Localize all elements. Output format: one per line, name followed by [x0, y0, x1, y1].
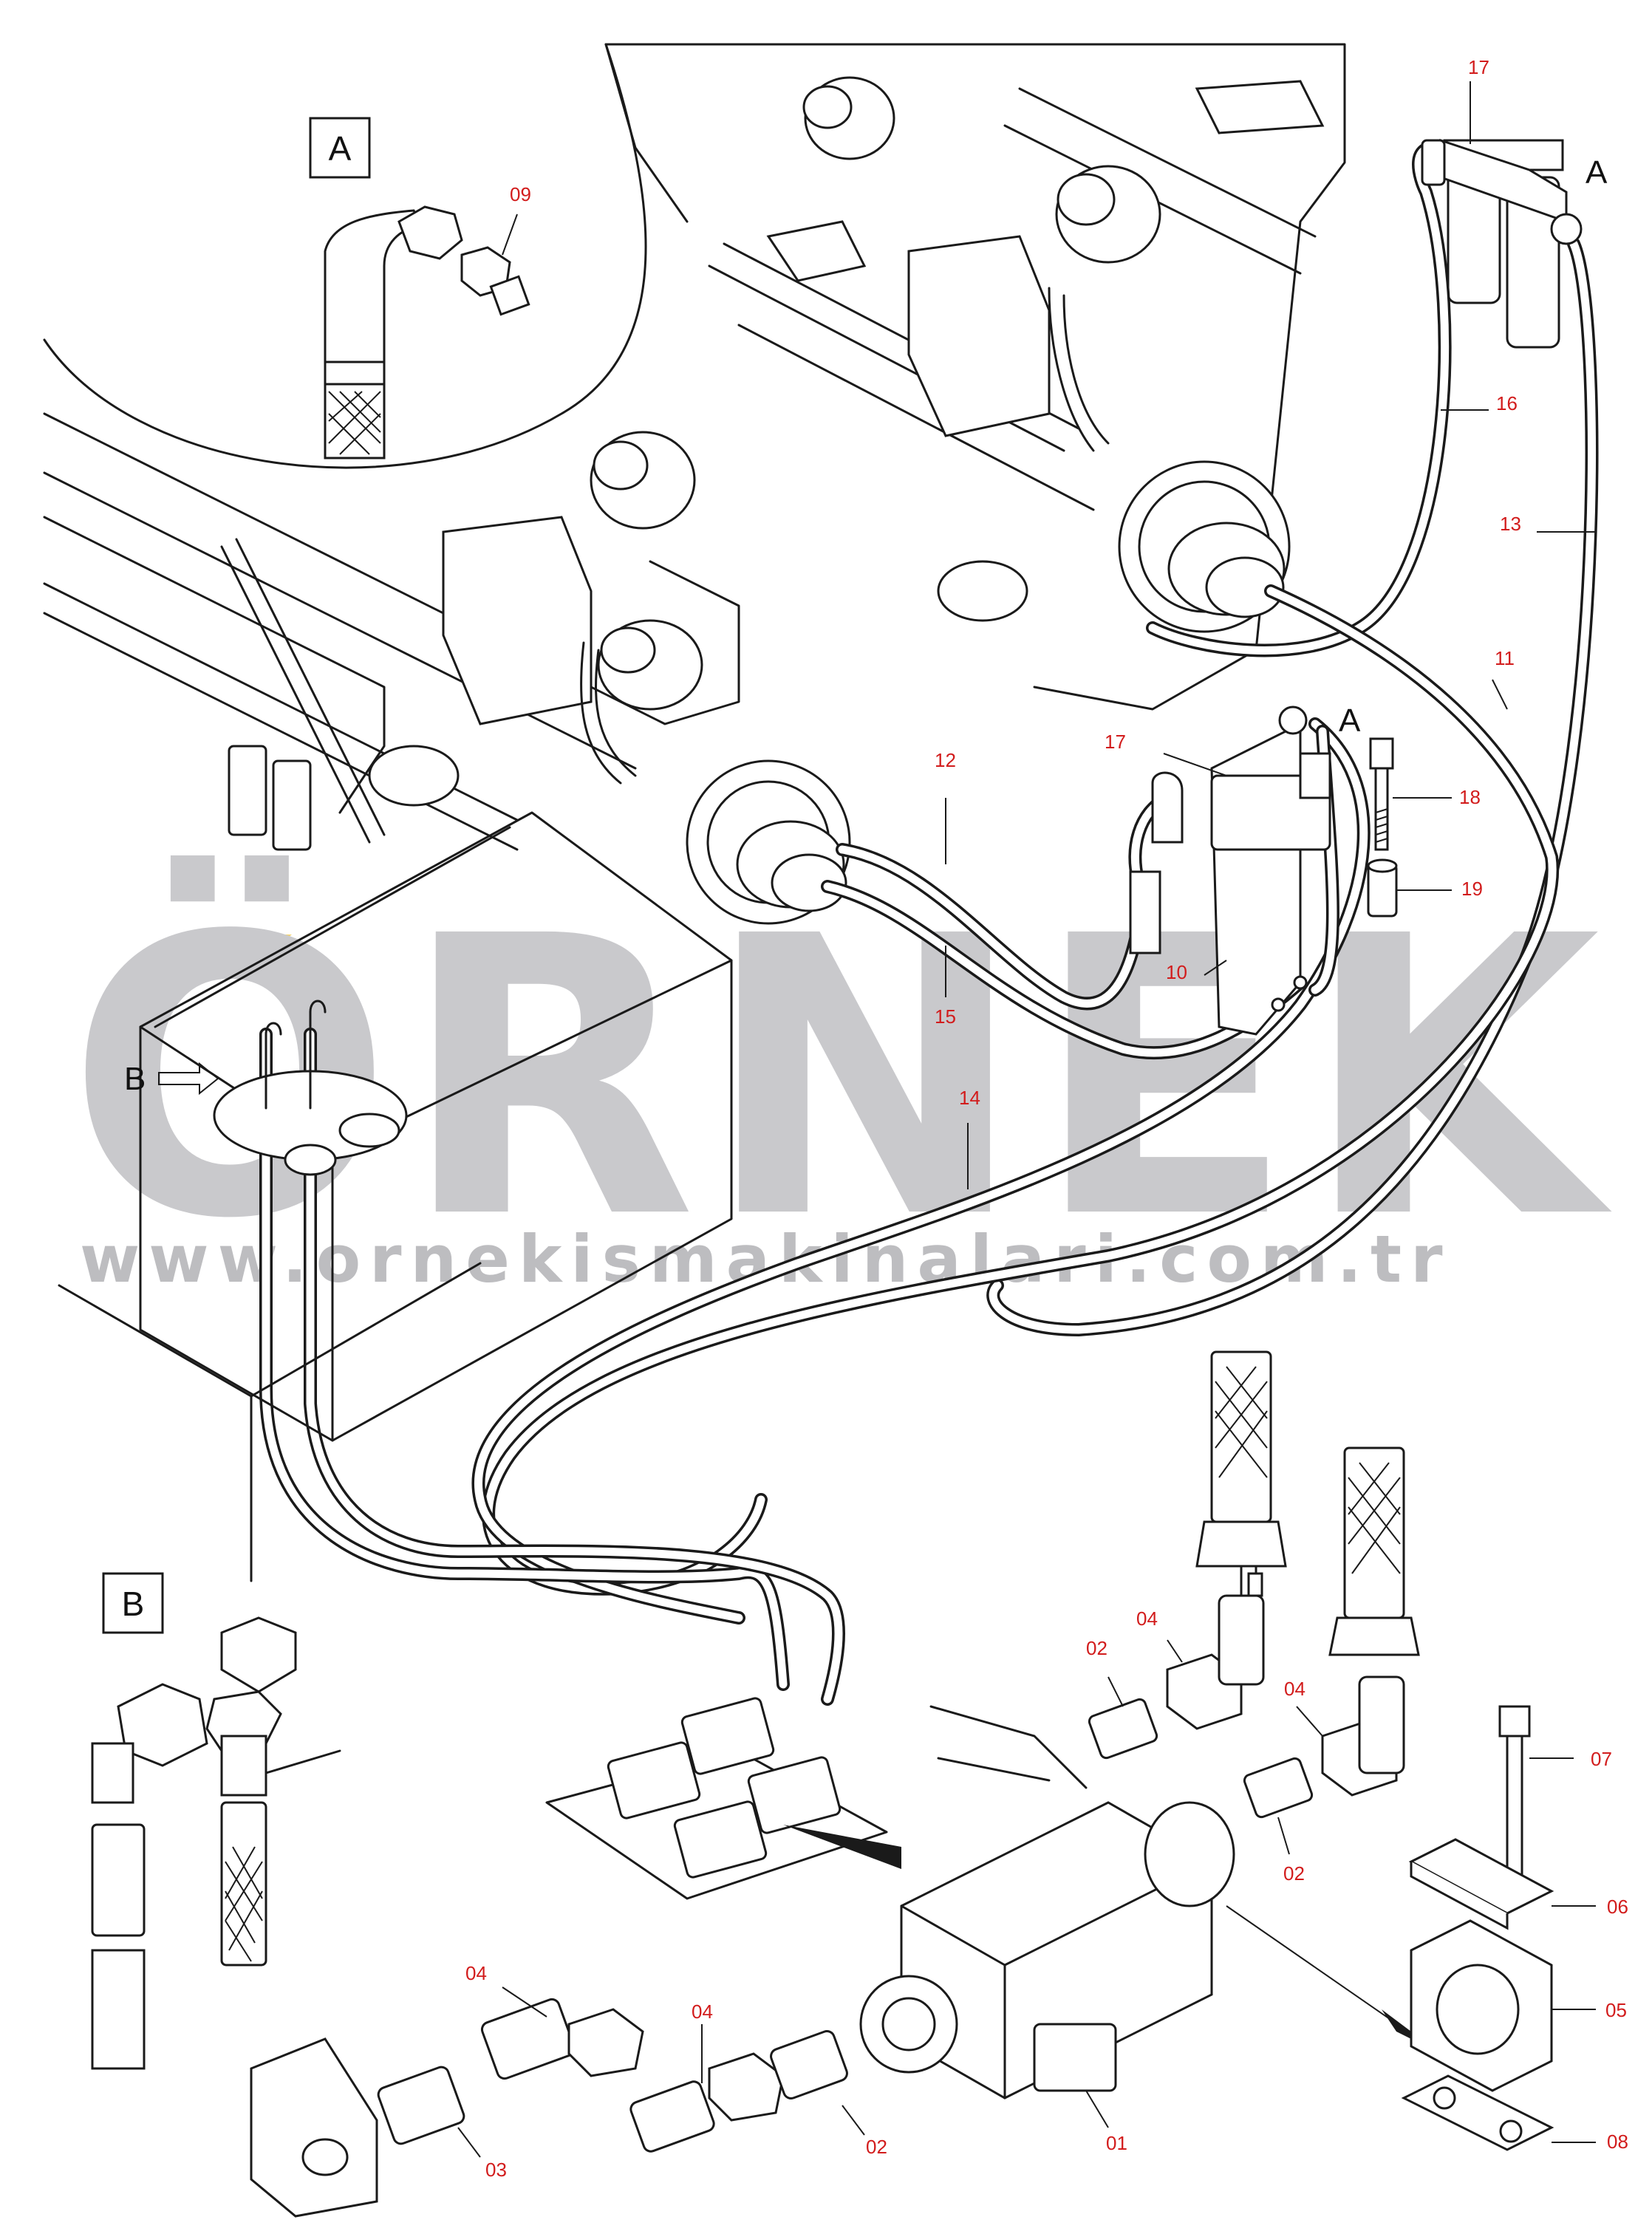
callout-18: 18 — [1459, 786, 1481, 808]
adapter-02-upper — [1088, 1698, 1158, 1760]
elbow-04-upper-left-body — [1218, 1594, 1265, 1686]
fitting-17-top — [1421, 138, 1583, 245]
callout-14: 14 — [959, 1087, 980, 1109]
view-marker-b: B — [124, 1061, 219, 1097]
adapter-03 — [377, 2066, 465, 2145]
callout-17-mid: 17 — [1105, 731, 1126, 753]
bolt-18 — [1369, 737, 1394, 851]
view-marker-a-top: A — [1586, 154, 1608, 191]
callout-06: 06 — [1607, 1896, 1628, 1918]
view-b-arrow-icon — [158, 1062, 219, 1096]
callout-12: 12 — [935, 749, 956, 771]
callout-02-c: 02 — [866, 2136, 887, 2158]
watermark-accent-left — [151, 935, 222, 960]
callout-17-top: 17 — [1468, 56, 1489, 78]
detail-box-a-letter: A — [329, 129, 352, 168]
engine-assembly — [43, 43, 1564, 925]
detail-a-boundary — [43, 43, 647, 469]
callout-19: 19 — [1461, 878, 1483, 900]
bolt-07 — [1498, 1705, 1531, 1738]
view-marker-a-mid: A — [1339, 703, 1361, 739]
bracket-10 — [1210, 722, 1302, 1036]
callout-04-b: 04 — [1284, 1678, 1305, 1700]
callout-15: 15 — [935, 1005, 956, 1028]
spacer-19 — [1367, 858, 1398, 918]
detail-b: B — [91, 1572, 341, 2070]
adapter-02-lower — [770, 2030, 848, 2100]
detail-pointer-arrow — [783, 1825, 901, 1869]
callout-09: 09 — [510, 183, 531, 205]
tank — [58, 811, 733, 1582]
elbow-04-lower-left — [480, 1998, 576, 2080]
adapter-02-right — [1243, 1757, 1314, 1819]
callout-07: 07 — [1591, 1748, 1612, 1770]
callout-04-d: 04 — [692, 2001, 713, 2023]
callout-04-c: 04 — [465, 1962, 487, 1984]
detail-box-b-letter: B — [122, 1585, 145, 1623]
callout-01: 01 — [1106, 2132, 1127, 2154]
detail-a-nut — [397, 205, 463, 260]
detail-box-b — [102, 1572, 164, 1634]
tank-port-plate — [250, 2037, 378, 2218]
callout-05: 05 — [1605, 1999, 1627, 2021]
callout-02-a: 02 — [1086, 1637, 1107, 1659]
fitting-17-mid-bracket — [1129, 705, 1331, 1036]
callout-04-a: 04 — [1136, 1608, 1158, 1630]
exploded-valve-assembly — [250, 1350, 1554, 2218]
hose-routing — [259, 141, 1599, 1706]
watermark-accent-right — [222, 935, 292, 960]
detail-a: A — [43, 43, 647, 469]
callouts: 09 17 16 13 11 12 17 18 19 10 15 14 04 0… — [465, 56, 1628, 2181]
callout-16: 16 — [1496, 392, 1518, 414]
callout-03: 03 — [485, 2159, 507, 2181]
callout-10: 10 — [1166, 961, 1187, 983]
valve-package-center — [545, 1697, 901, 1900]
elbow-04-lower-mid — [629, 2080, 715, 2153]
view-marker-b-letter: B — [124, 1061, 146, 1097]
plate-08 — [1401, 2074, 1554, 2151]
leader-lines — [457, 81, 1596, 2158]
callout-08: 08 — [1607, 2131, 1628, 2153]
detail-box-a — [309, 117, 371, 179]
callout-02-b: 02 — [1283, 1862, 1305, 1885]
callout-13: 13 — [1500, 513, 1521, 535]
callout-11: 11 — [1495, 647, 1515, 669]
